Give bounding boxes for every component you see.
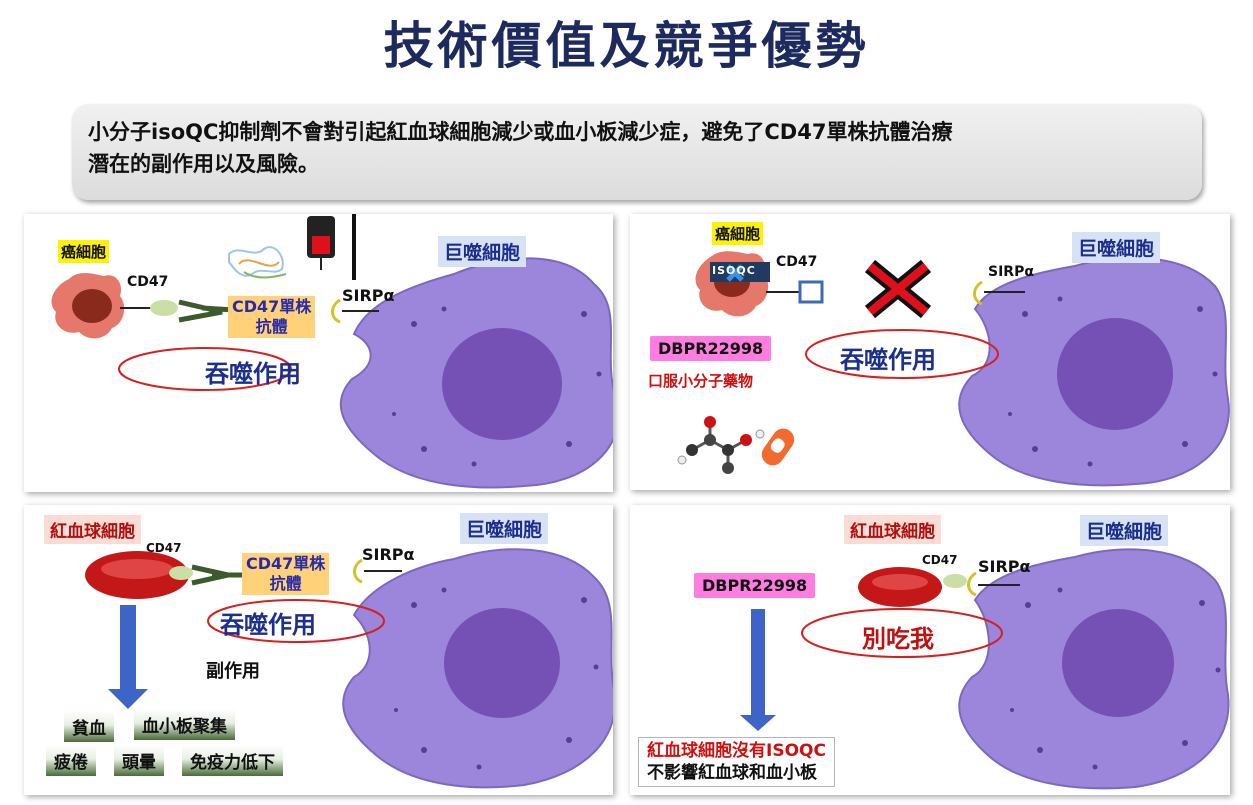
- phagocytosis-label: 吞噬作用: [220, 611, 316, 639]
- block-cross-inner: [867, 262, 929, 316]
- antibody-shape: [191, 564, 244, 586]
- macrophage-nucleus: [1057, 318, 1173, 430]
- macrophage: [958, 256, 1230, 487]
- macrophage: [339, 257, 613, 489]
- macrophage-nucleus: [444, 608, 560, 718]
- macrophage-label: 巨噬細胞: [460, 513, 549, 544]
- cancer-cell: [51, 272, 125, 339]
- antibody-label-line-2: 抗體: [269, 574, 302, 593]
- panel-antibody-cancer: 癌細胞 CD47 CD47單株 抗體 SIRPα 巨噬細胞 吞噬作用: [24, 214, 613, 492]
- note-box: 紅血球細胞沒有ISOQC 不影響紅血球和血小板: [638, 737, 835, 787]
- effect-chip-anemia: 貧血: [64, 711, 114, 742]
- effect-chip-platelet-aggregation: 血小板聚集: [134, 709, 235, 740]
- macrophage-label: 巨噬細胞: [1072, 232, 1161, 263]
- phagocytosis-ellipse: [805, 329, 999, 379]
- antibody-label-line-1: CD47單株: [246, 554, 326, 573]
- sirp-receptor: [331, 298, 341, 324]
- drug-label: DBPR22998: [650, 336, 772, 361]
- macrophage-nucleus: [1062, 609, 1174, 717]
- down-arrow-head: [108, 689, 148, 709]
- drug-description: 口服小分子藥物: [648, 372, 754, 390]
- dont-eat-me-ellipse: [801, 608, 1003, 658]
- effect-chip-low-immunity: 免疫力低下: [182, 745, 283, 776]
- iv-bag-icon: [307, 214, 356, 280]
- effect-chip-fatigue: 疲倦: [46, 745, 96, 776]
- intro-line-1: 小分子isoQC抑制劑不會對引起紅血球細胞減少或血小板減少症，避免了CD47單株…: [88, 120, 953, 144]
- cancer-cell: [695, 251, 769, 317]
- isoqc-block-mark: [726, 264, 744, 282]
- note-line-2: 不影響紅血球和血小板: [647, 763, 817, 783]
- macrophage-label: 巨噬細胞: [438, 236, 527, 267]
- rbc-highlight: [872, 574, 928, 590]
- panel-antibody-rbc: 紅血球細胞 CD47 CD47單株 抗體 SIRPα 巨噬細胞 吞噬作用 副作用…: [24, 505, 613, 795]
- antibody-label: CD47單株 抗體: [228, 296, 316, 338]
- sirp-receptor: [967, 571, 977, 597]
- protein-structure-icon: [228, 246, 287, 279]
- molecule-icon: [677, 416, 765, 474]
- antibody-shape: [178, 299, 235, 323]
- macrophage: [958, 548, 1230, 790]
- intro-box: 小分子isoQC抑制劑不會對引起紅血球細胞減少或血小板減少症，避免了CD47單株…: [72, 104, 1202, 200]
- intro-line-2: 潛在的副作用以及風險。: [88, 152, 319, 176]
- note-line-1: 紅血球細胞沒有ISOQC: [647, 741, 826, 761]
- cd47-receptor: [798, 280, 824, 304]
- cd47-label: CD47: [146, 541, 182, 555]
- sirp-label: SIRPα: [988, 264, 1034, 280]
- panel4-graphics: [740, 548, 1230, 790]
- cd47-label: CD47: [922, 553, 958, 567]
- antibody-label-line-1: CD47單株: [232, 297, 312, 316]
- cancer-cell-label: 癌細胞: [58, 240, 110, 263]
- sirp-label: SIRPα: [342, 286, 395, 305]
- cd47-receptor: [169, 566, 193, 580]
- down-arrow-head: [740, 715, 776, 731]
- phagocytosis-ellipse: [118, 347, 292, 391]
- cd47-receptor: [150, 300, 178, 316]
- drug-label: DBPR22998: [694, 573, 816, 598]
- rbc-highlight: [101, 559, 173, 579]
- antibody-label-line-2: 抗體: [255, 317, 288, 336]
- cd47-label: CD47: [776, 254, 818, 270]
- phagocytosis-label: 吞噬作用: [205, 360, 301, 388]
- sirp-label: SIRPα: [362, 545, 415, 564]
- rbc-label: 紅血球細胞: [844, 515, 941, 544]
- down-arrow-shaft: [751, 609, 765, 717]
- macrophage-label: 巨噬細胞: [1080, 515, 1169, 546]
- sirp-label: SIRPα: [978, 557, 1031, 576]
- page-title: 技術價值及競爭優勢: [383, 17, 870, 75]
- rbc-label: 紅血球細胞: [44, 515, 141, 544]
- cancer-cell-label: 癌細胞: [712, 222, 764, 245]
- macrophage: [342, 548, 613, 789]
- isoqc-label: ISOQC: [712, 264, 756, 277]
- dont-eat-me-label: 別吃我: [862, 625, 934, 653]
- antibody-label: CD47單株 抗體: [242, 553, 330, 595]
- down-arrow-shaft: [120, 605, 136, 691]
- sirp-receptor: [973, 280, 983, 306]
- cancer-nucleus: [72, 289, 112, 323]
- effect-chip-dizziness: 頭暈: [114, 745, 164, 776]
- isoqc-badge: [710, 262, 770, 282]
- cd47-label: CD47: [127, 274, 169, 290]
- phagocytosis-ellipse: [207, 599, 385, 643]
- macrophage-nucleus: [442, 328, 562, 440]
- phagocytosis-label: 吞噬作用: [840, 346, 936, 374]
- panel1-graphics: [51, 214, 613, 489]
- sirp-receptor: [353, 558, 363, 584]
- panel3-graphics: [85, 548, 613, 789]
- panel-isoqc-cancer: 癌細胞 ISOQC CD47 SIRPα 巨噬細胞 DBPR22998 口服小分…: [630, 214, 1230, 490]
- pill-capsule-icon: [761, 428, 795, 466]
- side-effect-label: 副作用: [206, 661, 260, 682]
- panel-isoqc-rbc: 紅血球細胞 CD47 SIRPα 巨噬細胞 DBPR22998 別吃我 紅血球細…: [630, 505, 1230, 795]
- cd47-receptor: [943, 574, 967, 588]
- panel2-graphics: [677, 251, 1230, 487]
